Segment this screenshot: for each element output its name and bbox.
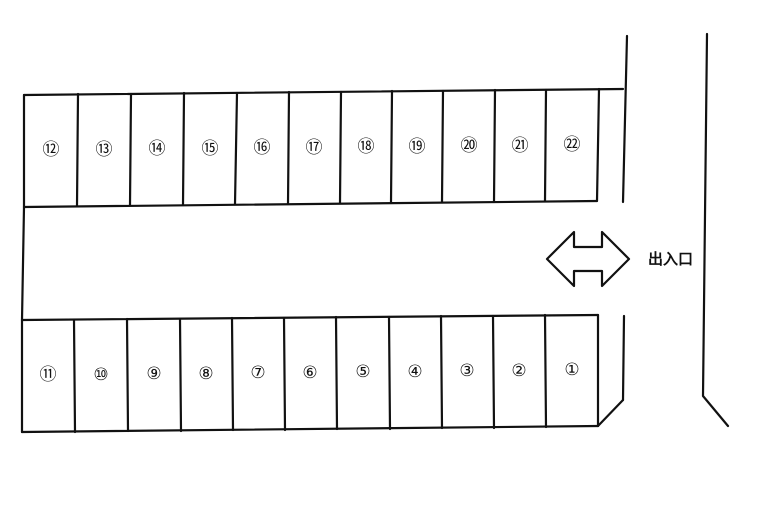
bottom-row-outline [20,313,600,434]
top-row-dividers [75,87,601,208]
slot-label-7: ⑦ [250,363,265,383]
gate-corner-chamfer [596,398,625,428]
aisle-left-boundary [20,205,26,322]
top-row-outline [22,87,625,209]
slot-label-4: ④ [407,362,422,382]
slot-label-18: ⑱ [358,137,375,157]
road-edge [701,32,730,428]
slot-label-2: ② [511,361,526,381]
slot-label-8: ⑧ [198,364,213,384]
slot-label-10: ⑩ [93,365,108,385]
slot-label-6: ⑥ [302,363,317,383]
slot-label-22: ㉒ [564,135,581,155]
gate-post-top [621,34,629,204]
slot-label-3: ③ [459,361,474,381]
slot-label-15: ⑮ [202,139,219,159]
slot-label-13: ⑬ [96,140,113,160]
bottom-row-slot-labels: ⑪ ⑩ ⑨ ⑧ ⑦ ⑥ ⑤ ④ ③ ② ① [40,360,580,385]
slot-label-1: ① [564,360,579,380]
slot-label-12: ⑫ [43,140,60,160]
top-row-slot-labels: ⑫ ⑬ ⑭ ⑮ ⑯ ⑰ ⑱ ⑲ ⑳ ㉑ ㉒ [43,135,581,160]
slot-label-17: ⑰ [306,138,323,158]
double-arrow-icon [545,230,631,288]
slot-label-11: ⑪ [40,365,57,385]
slot-label-21: ㉑ [512,136,529,156]
entrance-gate [596,34,629,428]
slot-label-14: ⑭ [149,139,166,159]
slot-label-9: ⑨ [146,364,161,384]
gate-post-bottom [621,314,626,402]
slot-label-19: ⑲ [409,137,426,157]
slot-label-20: ⑳ [461,136,478,156]
slot-label-5: ⑤ [355,362,370,382]
bottom-row-dividers [72,313,600,434]
slot-label-16: ⑯ [254,138,271,158]
entrance-label: 出入口 [648,250,693,268]
